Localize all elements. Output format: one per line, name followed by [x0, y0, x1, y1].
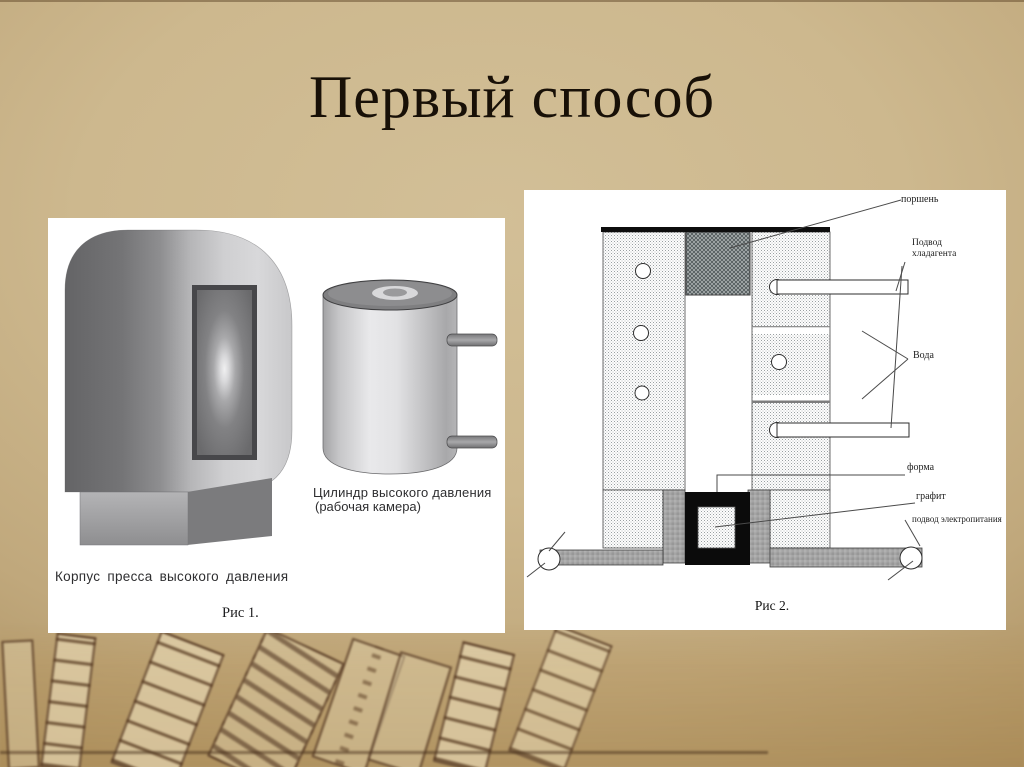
- coolant-label: Подвод хладагента: [912, 238, 956, 260]
- column-hole: [635, 263, 651, 279]
- cylinder-pin-top: [446, 333, 498, 347]
- pedestal-step-right: [747, 489, 771, 564]
- coolant-label-line1: Подвод: [912, 238, 942, 248]
- press-illustration: [64, 229, 498, 546]
- press-body: [64, 229, 293, 493]
- figure2-panel: поршень Подвод хладагента Вода форма гра…: [524, 190, 1006, 630]
- water-channel-upper: [752, 326, 830, 334]
- water-label: Вода: [913, 350, 934, 361]
- top-plate: [601, 227, 830, 232]
- electrode-circle-left: [537, 547, 561, 571]
- figure1-caption: Рис 1.: [222, 605, 259, 621]
- cylinder-body: [322, 294, 458, 475]
- mold-label: форма: [907, 462, 935, 473]
- column-hole: [634, 385, 650, 401]
- figure1-panel: Цилиндр высокого давления (рабочая камер…: [48, 218, 505, 633]
- piston-block: [685, 231, 751, 296]
- cylinder-hole-inner: [383, 288, 407, 297]
- coolant-pipe-top: [776, 279, 909, 295]
- figure2-caption: Рис 2.: [754, 598, 790, 613]
- book-sketch: [1, 639, 40, 767]
- apparatus-diagram: [526, 199, 923, 581]
- press-base-side: [187, 478, 272, 545]
- slide-top-edge: [0, 0, 1024, 2]
- cylinder-label-line2: (рабочая камера): [315, 499, 421, 514]
- press-window-glow: [197, 290, 252, 455]
- water-channel-lower-line: [752, 400, 830, 403]
- electrode-circle-right: [899, 546, 923, 570]
- leader-lines: [526, 199, 921, 581]
- press-label: Корпус пресса высокого давления: [55, 569, 289, 584]
- slide-title: Первый способ: [308, 64, 716, 130]
- power-label: подвод электропитания: [912, 514, 1002, 524]
- column-hole: [771, 354, 787, 370]
- water-channel-upper-line: [752, 326, 830, 328]
- piston-label: поршень: [901, 194, 939, 205]
- pedestal-step-left: [662, 489, 686, 564]
- left-column-lower: [602, 489, 664, 549]
- cylinder-pin-bottom: [446, 435, 498, 449]
- right-column: [751, 231, 831, 491]
- graphite-label: графит: [916, 491, 946, 502]
- water-channel-lower: [752, 395, 830, 403]
- graphite-core: [697, 506, 736, 549]
- cylinder-label-line1: Цилиндр высокого давления: [313, 485, 492, 500]
- pedestal-arm-right: [769, 547, 923, 568]
- coolant-label-line2: хладагента: [912, 248, 957, 259]
- coolant-pipe-bottom: [776, 422, 910, 438]
- shelf-line: [0, 751, 768, 754]
- bookshelf-sketch: [0, 624, 1024, 767]
- column-hole: [633, 325, 649, 341]
- press-base-front: [79, 491, 189, 546]
